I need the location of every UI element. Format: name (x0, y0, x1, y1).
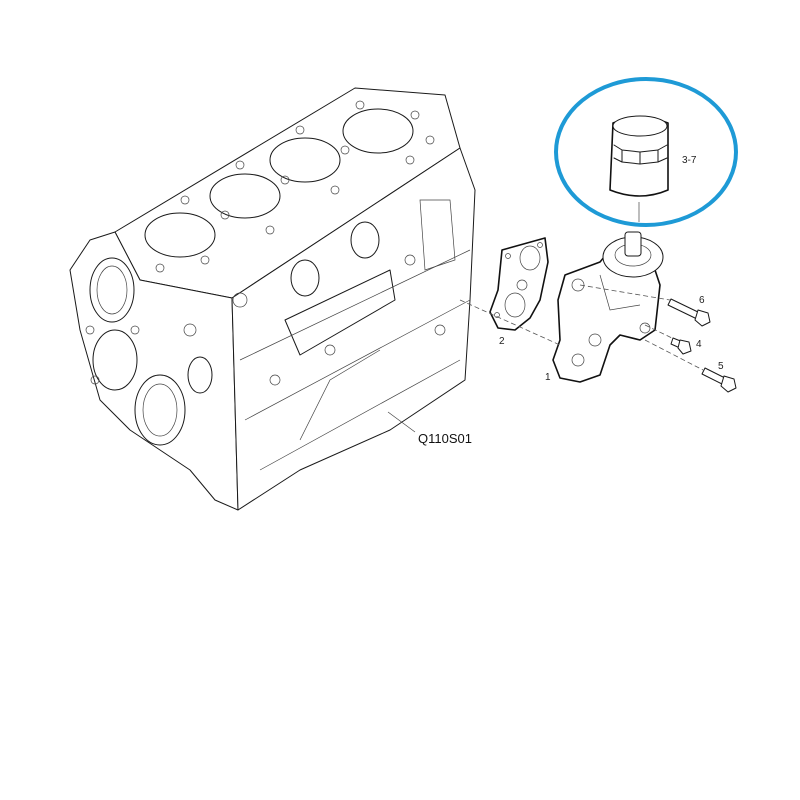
callout-bolt-6: 6 (699, 295, 705, 306)
engine-block (69, 87, 476, 511)
block-leader-line (387, 411, 416, 433)
callout-gasket: 2 (499, 336, 505, 347)
callout-bolt-5: 5 (718, 361, 724, 372)
assembly-lines (459, 284, 704, 371)
oil-filter-housing-part (552, 231, 664, 383)
callout-engine-block: Q110S01 (418, 431, 472, 446)
callout-oil-filter: 3-7 (682, 155, 697, 166)
callout-bolt-4: 4 (696, 339, 702, 350)
callout-housing: 1 (545, 372, 551, 383)
bolt-4 (670, 337, 692, 355)
highlight-circle (554, 77, 738, 227)
oil-filter-part (609, 115, 669, 222)
bolt-5 (701, 367, 737, 393)
bolt-6 (667, 298, 711, 327)
gasket-part (489, 237, 549, 331)
